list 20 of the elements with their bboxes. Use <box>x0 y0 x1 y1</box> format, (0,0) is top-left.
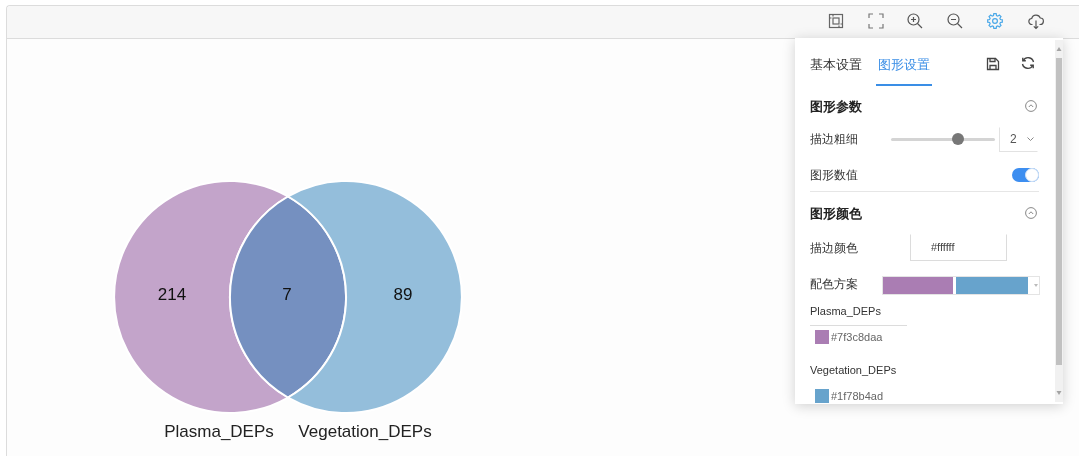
color-value: #7f3c8daa <box>831 330 883 344</box>
field-label: 描边颜色 <box>810 240 858 257</box>
tab-title: 基本设置 <box>810 56 862 73</box>
field-label: 图形数值 <box>810 167 858 184</box>
venn-count: 214 <box>157 285 187 305</box>
section-heading: 图形颜色 <box>810 205 862 222</box>
series-name: Vegetation_DEPs <box>810 363 897 377</box>
series-name: Plasma_DEPs <box>810 304 881 318</box>
number-select: 2 <box>999 127 1038 152</box>
color-input: #ffffff <box>910 234 1007 261</box>
venn-count: 7 <box>282 285 292 305</box>
field-label: 配色方案 <box>810 276 858 293</box>
venn-count: 89 <box>393 285 413 305</box>
set-label: Vegetation_DEPs <box>298 422 432 442</box>
venn-intersection <box>229 195 347 399</box>
active-tab-title: 图形设置 <box>876 56 932 86</box>
set-label: Plasma_DEPs <box>164 422 274 442</box>
section-heading: 图形参数 <box>810 98 862 115</box>
color-value: #1f78b4ad <box>831 389 883 403</box>
field-label: 描边粗细 <box>810 131 858 148</box>
